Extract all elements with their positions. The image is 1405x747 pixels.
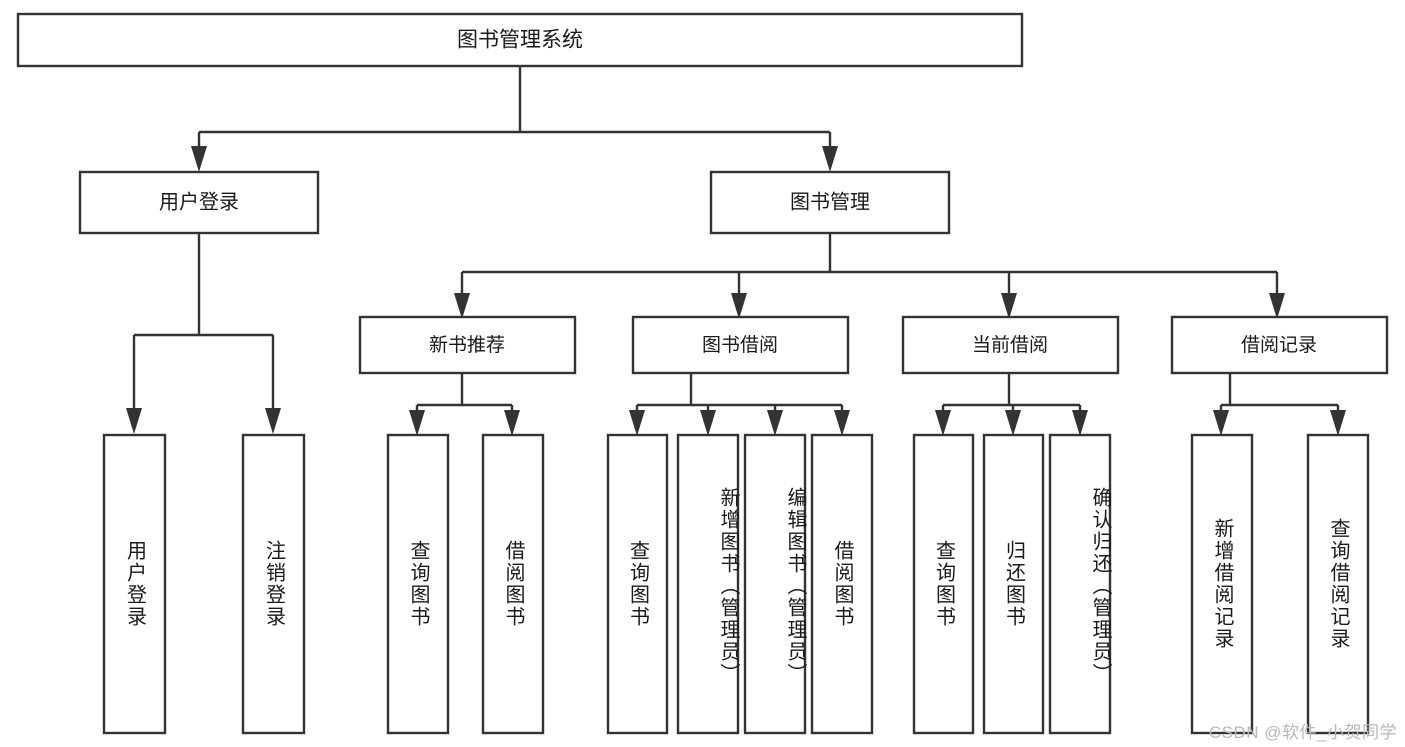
leaf-box-bb-borrow[interactable] bbox=[810, 433, 874, 735]
connector-group-root bbox=[197, 66, 832, 148]
connector-group-user-login bbox=[132, 233, 275, 410]
leaf-box-br-add[interactable] bbox=[1190, 433, 1254, 735]
connector-group-borrow-record bbox=[1219, 373, 1340, 412]
node-root-label: 图书管理系统 bbox=[457, 29, 583, 52]
node-current-borrow[interactable]: 当前借阅 bbox=[901, 315, 1120, 375]
arrow-root-to-book-mgmt bbox=[822, 146, 838, 172]
arrow-to-new-book-rec bbox=[454, 293, 470, 319]
arrow-to-leaf-user-login bbox=[126, 408, 142, 434]
arrow-to-book-borrow bbox=[731, 293, 747, 319]
arrow-br-leaf-2 bbox=[1330, 410, 1346, 436]
arrow-bb-leaf-3 bbox=[767, 410, 783, 436]
arrow-cb-leaf-1 bbox=[935, 410, 951, 436]
leaf-box-br-query[interactable] bbox=[1306, 433, 1370, 735]
leaf-box-nbr-query[interactable] bbox=[386, 433, 450, 735]
leaf-box-cb-confirm[interactable] bbox=[1048, 433, 1112, 735]
arrow-to-current-borrow bbox=[1001, 293, 1017, 319]
watermark: CSDN @软件_小贺同学 bbox=[1208, 723, 1397, 742]
arrow-cb-leaf-2 bbox=[1005, 410, 1021, 436]
leaf-box-bb-edit[interactable] bbox=[743, 433, 807, 735]
arrow-bb-leaf-2 bbox=[700, 410, 716, 436]
node-current-borrow-label: 当前借阅 bbox=[972, 334, 1048, 356]
arrow-to-borrow-record bbox=[1269, 293, 1285, 319]
node-user-login[interactable]: 用户登录 bbox=[78, 170, 320, 235]
node-book-borrow-label: 图书借阅 bbox=[702, 334, 778, 356]
node-borrow-record-label: 借阅记录 bbox=[1241, 334, 1317, 356]
leaf-box-cb-return[interactable] bbox=[982, 433, 1045, 735]
node-new-book-rec[interactable]: 新书推荐 bbox=[358, 315, 577, 375]
arrow-nbr-leaf-1 bbox=[409, 410, 425, 436]
leaf-boxes bbox=[102, 433, 1370, 735]
arrow-nbr-leaf-2 bbox=[504, 410, 520, 436]
leaf-box-nbr-borrow[interactable] bbox=[481, 433, 545, 735]
leaf-box-cb-query[interactable] bbox=[912, 433, 975, 735]
arrow-root-to-user-login bbox=[191, 146, 207, 172]
node-book-mgmt[interactable]: 图书管理 bbox=[709, 170, 951, 235]
node-user-login-label: 用户登录 bbox=[159, 190, 239, 213]
connector-group-current-borrow bbox=[941, 373, 1082, 412]
leaf-box-bb-add[interactable] bbox=[676, 433, 740, 735]
arrow-br-leaf-1 bbox=[1213, 410, 1229, 436]
arrow-bb-leaf-1 bbox=[629, 410, 645, 436]
node-borrow-record[interactable]: 借阅记录 bbox=[1170, 315, 1389, 375]
node-book-mgmt-label: 图书管理 bbox=[790, 190, 870, 213]
arrow-to-leaf-logout bbox=[265, 408, 281, 434]
leaf-box-user-login[interactable] bbox=[102, 433, 167, 735]
leaf-box-bb-query[interactable] bbox=[606, 433, 669, 735]
connector-group-book-mgmt bbox=[460, 233, 1279, 295]
connector-group-new-book-rec bbox=[415, 373, 514, 412]
connector-group-book-borrow bbox=[635, 373, 844, 412]
node-book-borrow[interactable]: 图书借阅 bbox=[631, 315, 850, 375]
leaf-box-logout[interactable] bbox=[241, 433, 306, 735]
arrow-cb-leaf-3 bbox=[1072, 410, 1088, 436]
node-new-book-rec-label: 新书推荐 bbox=[429, 334, 505, 356]
arrow-bb-leaf-4 bbox=[834, 410, 850, 436]
node-root[interactable]: 图书管理系统 bbox=[16, 12, 1024, 68]
